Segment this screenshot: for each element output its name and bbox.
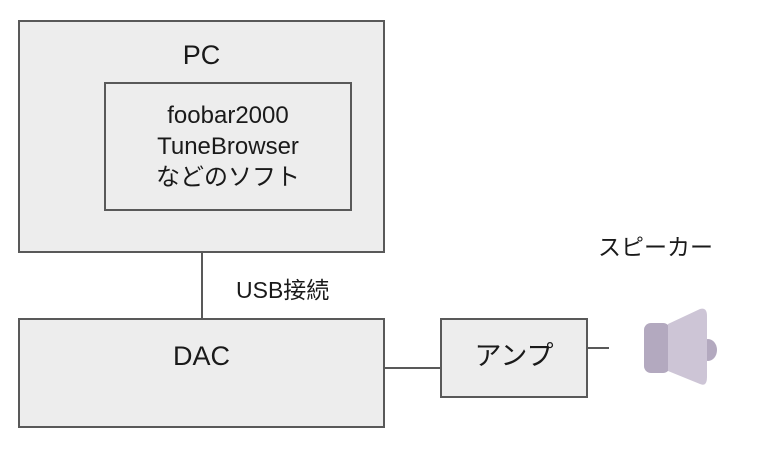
dac-node[interactable]: DAC [18, 318, 385, 428]
connector-dac-to-amp [385, 367, 441, 369]
pc-node-label: PC [182, 40, 221, 70]
speaker-node-label: スピーカー [598, 234, 713, 260]
amp-node-label: アンプ [474, 341, 554, 371]
connector-amp-to-speaker [587, 347, 609, 349]
connector-pc-to-dac [201, 251, 203, 320]
connector-pc-to-dac-label: USB接続 [236, 277, 330, 303]
software-line-2: TuneBrowser [157, 133, 299, 160]
speaker-icon [644, 308, 717, 385]
dac-node-label: DAC [172, 341, 230, 371]
software-node-label: foobar2000 TuneBrowser などのソフト [106, 100, 350, 193]
software-line-1: foobar2000 [167, 102, 289, 129]
amp-node[interactable]: アンプ [440, 318, 588, 398]
pc-node[interactable]: PC foobar2000 TuneBrowser などのソフト [18, 20, 385, 253]
software-node[interactable]: foobar2000 TuneBrowser などのソフト [104, 82, 352, 211]
software-line-3: などのソフト [156, 164, 300, 191]
